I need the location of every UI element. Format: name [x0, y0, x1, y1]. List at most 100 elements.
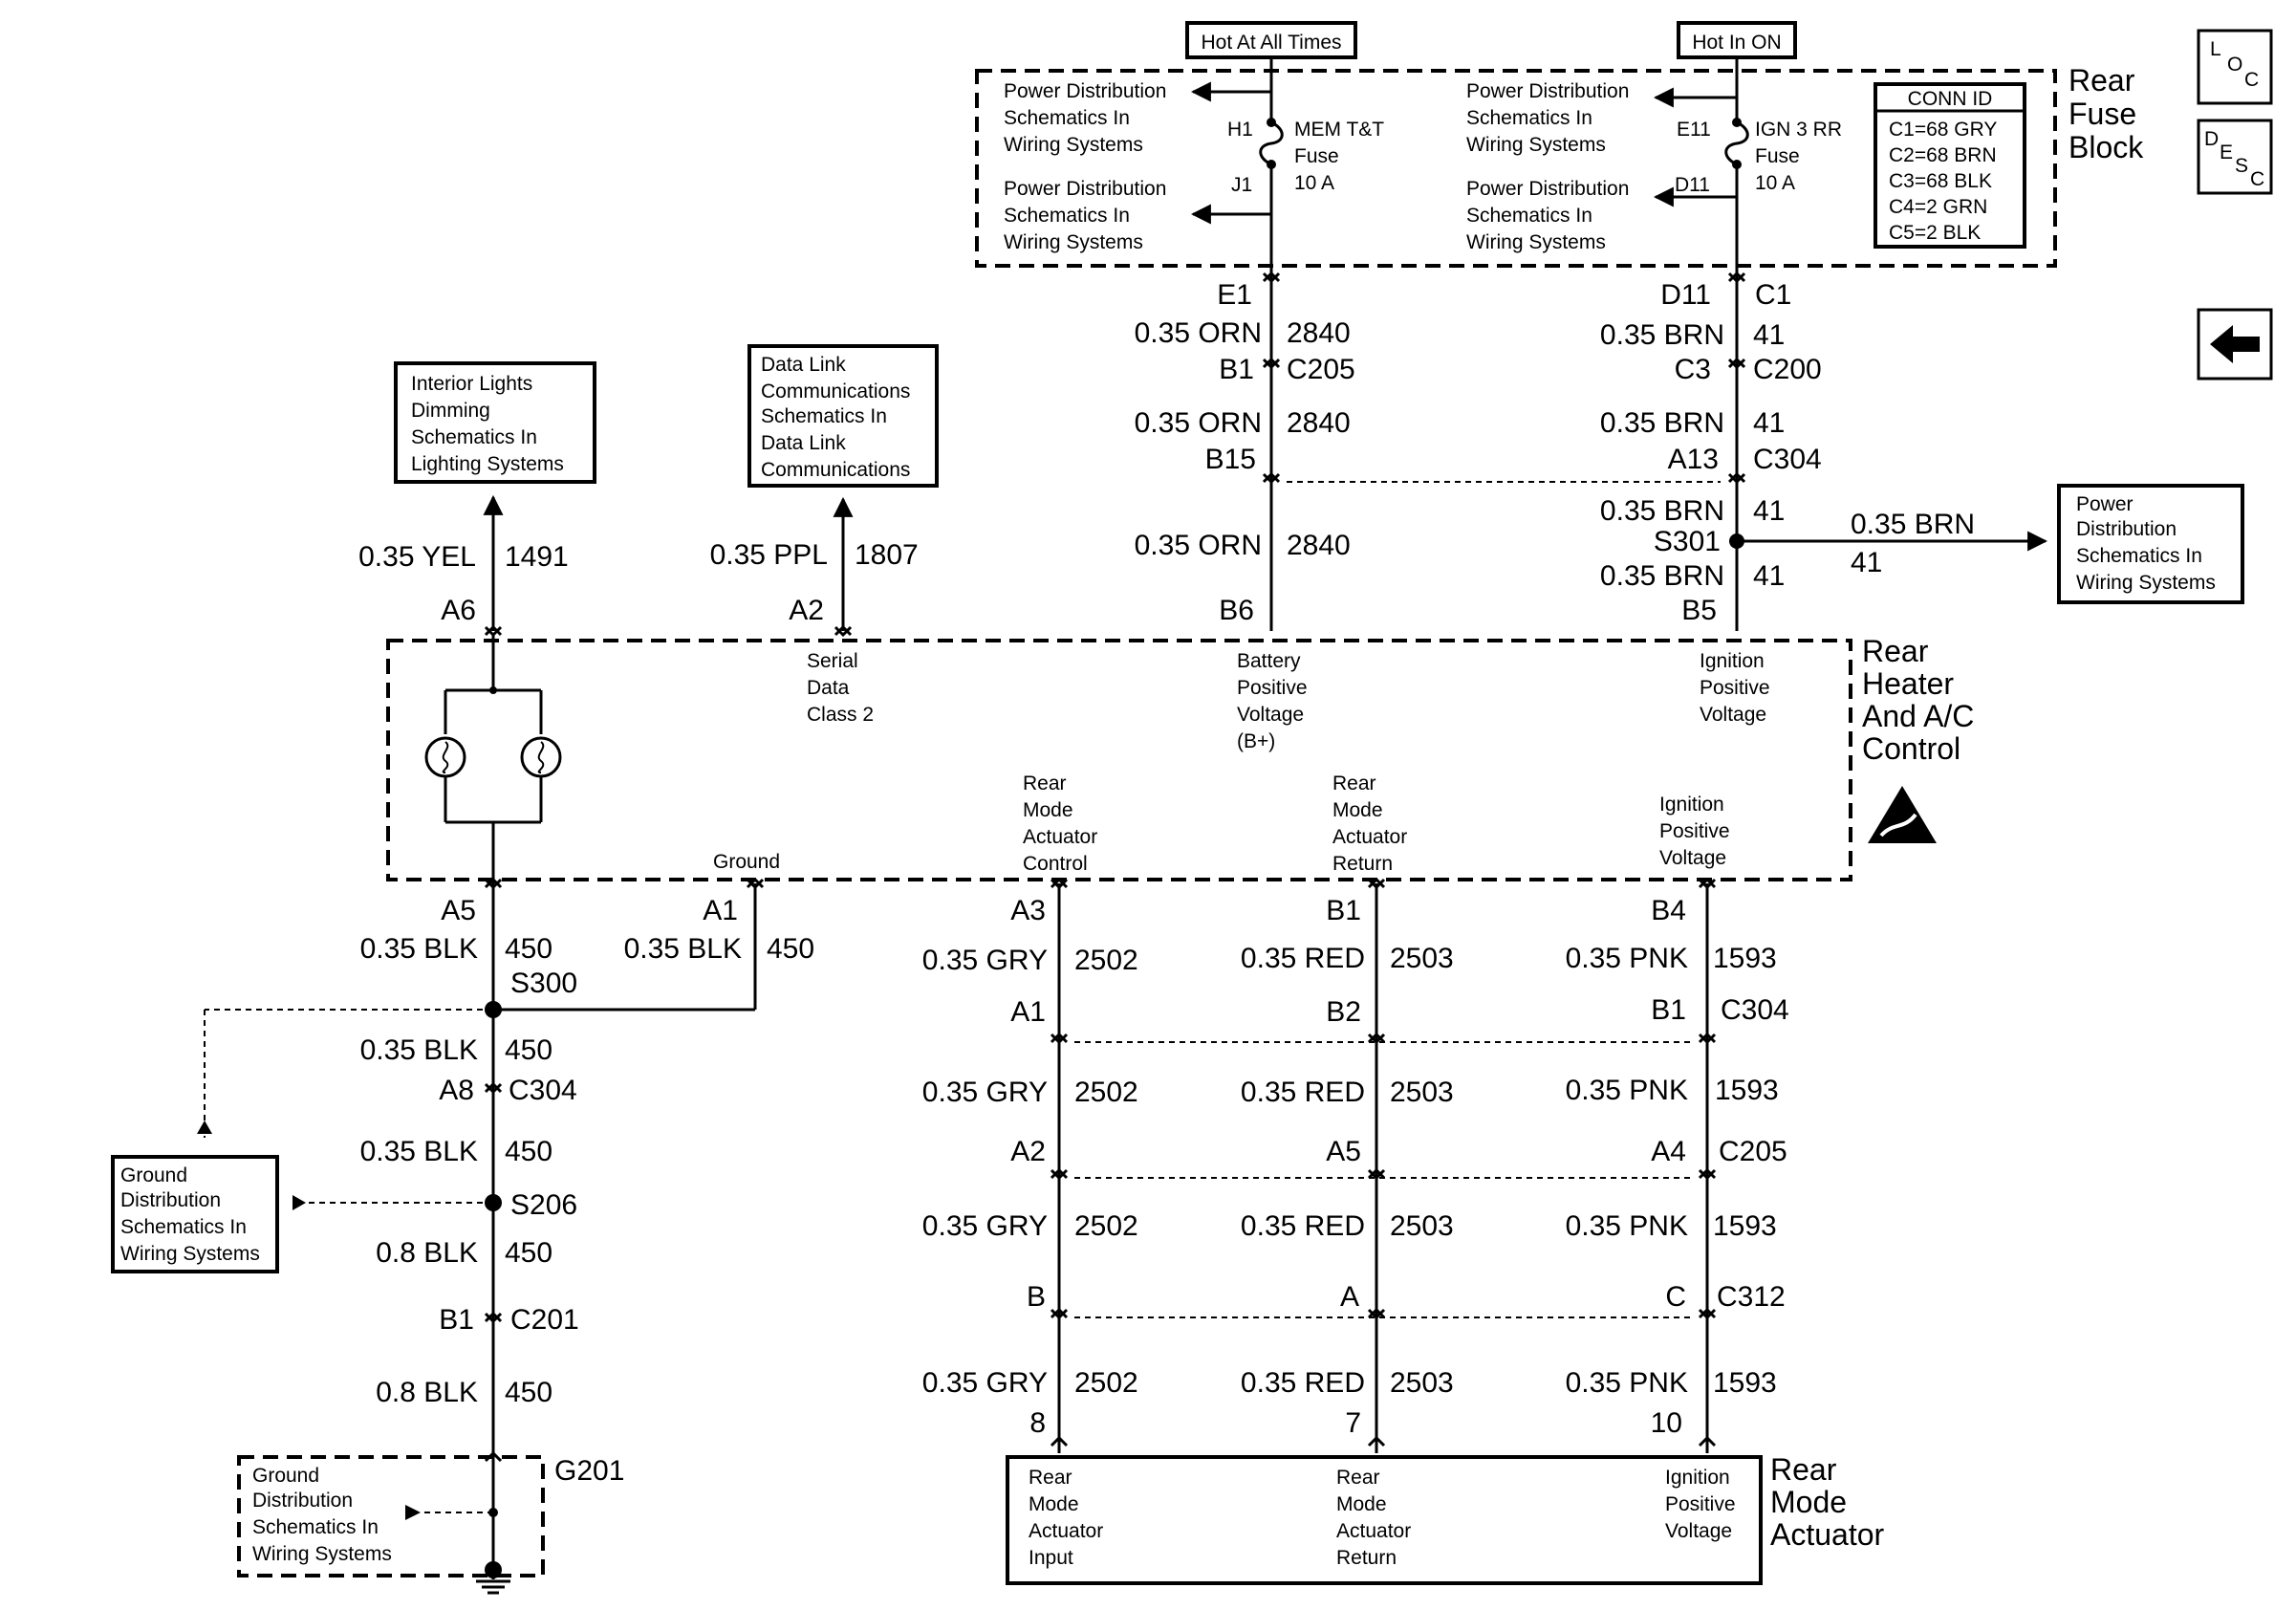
red-gauge-4: 0.35 RED [1241, 1367, 1365, 1399]
conn-c304-ground: C304 [509, 1075, 577, 1106]
svg-text:Fuse: Fuse [1294, 145, 1339, 167]
actuator-label-ignition: Ignition Positive Voltage [1665, 1467, 1736, 1542]
red-circuit-4: 2503 [1390, 1367, 1454, 1399]
svg-text:Power: Power [2076, 493, 2134, 515]
hot-at-all-times-tag: Hot At All Times [1185, 21, 1357, 59]
svg-text:Positive: Positive [1659, 820, 1730, 842]
svg-text:Communications: Communications [761, 459, 910, 481]
pin-d11-fuse: D11 [1675, 174, 1710, 196]
svg-text:Ignition: Ignition [1700, 650, 1765, 672]
blk-gauge-1: 0.35 BLK [360, 933, 478, 965]
svg-text:Power Distribution: Power Distribution [1004, 178, 1166, 200]
svg-text:Block: Block [2069, 130, 2144, 164]
svg-text:Mode: Mode [1770, 1485, 1847, 1519]
svg-text:Schematics In: Schematics In [411, 426, 537, 448]
blk-circuit-2: 450 [767, 933, 814, 965]
left-arrow-icon [2210, 325, 2260, 363]
svg-text:Schematics In: Schematics In [2076, 545, 2202, 567]
gry-gauge-3: 0.35 GRY [922, 1210, 1048, 1242]
red-gauge-1: 0.35 RED [1241, 943, 1365, 974]
svg-text:Actuator: Actuator [1023, 826, 1097, 848]
svg-text:Return: Return [1332, 853, 1393, 875]
orn-circuit-2: 2840 [1287, 407, 1351, 439]
actuator-wire-gry [1050, 877, 1069, 1453]
brn-circuit-4: 41 [1753, 560, 1785, 592]
desc-button[interactable]: D E S C [2197, 119, 2273, 195]
svg-text:Wiring Systems: Wiring Systems [2076, 572, 2216, 594]
blk-gauge-5: 0.8 BLK [376, 1237, 478, 1269]
blk-circuit-1: 450 [505, 933, 552, 965]
pnk-gauge-1: 0.35 PNK [1566, 943, 1688, 974]
pin-a13: A13 [1668, 444, 1719, 475]
svg-text:Data Link: Data Link [761, 354, 846, 376]
svg-text:Fuse: Fuse [2069, 97, 2136, 131]
ppl-gauge: 0.35 PPL [710, 539, 828, 571]
rear-fuse-block-outline [975, 69, 2057, 268]
svg-text:Schematics In: Schematics In [120, 1216, 247, 1238]
svg-text:Distribution: Distribution [252, 1490, 353, 1512]
svg-text:C: C [2250, 168, 2264, 190]
conn-c205-top: C205 [1287, 354, 1355, 385]
svg-text:Lighting Systems: Lighting Systems [411, 453, 564, 475]
svg-text:Rear: Rear [1770, 1452, 1837, 1487]
conn-id-table: CONN ID C1=68 GRY C2=68 BRN C3=68 BLK C4… [1874, 82, 2026, 249]
svg-text:Actuator: Actuator [1332, 826, 1407, 848]
label-ground: Ground [713, 851, 780, 873]
pin-b1-c304: B1 [1651, 994, 1686, 1026]
svg-text:Class 2: Class 2 [807, 704, 874, 726]
svg-text:Mode: Mode [1029, 1493, 1079, 1515]
svg-text:Dimming: Dimming [411, 400, 490, 422]
pd-text-2: Power Distribution Schematics In Wiring … [1004, 178, 1166, 253]
ground-g201-label: G201 [554, 1455, 624, 1487]
svg-text:Fuse: Fuse [1755, 145, 1800, 167]
ground-distribution-box-left: Ground Distribution Schematics In Wiring… [111, 1155, 279, 1273]
svg-text:CONN ID: CONN ID [1908, 88, 1993, 110]
pd-text-1: Power Distribution Schematics In Wiring … [1004, 80, 1166, 156]
svg-text:Hot In ON: Hot In ON [1692, 32, 1781, 54]
red-gauge-2: 0.35 RED [1241, 1077, 1365, 1108]
pin-b15: B15 [1205, 444, 1256, 475]
svg-text:C3=68 BLK: C3=68 BLK [1889, 170, 1992, 192]
blk-circuit-5: 450 [505, 1237, 552, 1269]
gry-circuit-1: 2502 [1074, 945, 1138, 976]
svg-text:Distribution: Distribution [120, 1189, 221, 1211]
gry-gauge-2: 0.35 GRY [922, 1077, 1048, 1108]
label-ignition-bottom: Ignition Positive Voltage [1659, 794, 1730, 869]
rear-mode-actuator-box [1006, 1455, 1763, 1585]
orn-gauge-2: 0.35 ORN [1135, 407, 1262, 439]
pin-a5: A5 [441, 895, 476, 926]
pin-e1: E1 [1217, 279, 1252, 311]
pin-a5-c205: A5 [1326, 1136, 1361, 1167]
svg-text:Battery: Battery [1237, 650, 1301, 672]
pin-a3: A3 [1010, 895, 1046, 926]
svg-text:Heater: Heater [1862, 666, 1954, 701]
blk-circuit-4: 450 [505, 1136, 552, 1167]
pin-e11: E11 [1677, 119, 1711, 141]
pd-text-4: Power Distribution Schematics In Wiring … [1466, 178, 1629, 253]
loc-button[interactable]: L O C [2197, 29, 2273, 105]
svg-text:Data Link: Data Link [761, 432, 846, 454]
svg-text:And A/C: And A/C [1862, 699, 1974, 733]
brn-circuit-3: 41 [1753, 495, 1785, 527]
pin-h1: H1 [1227, 119, 1253, 141]
back-button[interactable] [2197, 308, 2273, 381]
svg-text:Rear: Rear [1332, 772, 1376, 794]
pin-b-c312: B [1027, 1281, 1046, 1313]
control-module-outline [386, 639, 1852, 881]
pin-b5: B5 [1681, 595, 1717, 626]
svg-text:Rear: Rear [1336, 1467, 1380, 1489]
splice-s301-label: S301 [1654, 526, 1721, 557]
pin-b1-red: B1 [1326, 895, 1361, 926]
svg-text:C: C [2244, 69, 2259, 91]
label-rm-return: Rear Mode Actuator Return [1332, 772, 1407, 875]
pnk-circuit-1: 1593 [1713, 943, 1777, 974]
actuator-label-return: Rear Mode Actuator Return [1336, 1467, 1411, 1569]
pnk-circuit-3: 1593 [1713, 1210, 1777, 1242]
svg-text:(B+): (B+) [1237, 730, 1275, 752]
svg-text:Power Distribution: Power Distribution [1466, 80, 1629, 102]
red-circuit-2: 2503 [1390, 1077, 1454, 1108]
svg-text:Rear: Rear [2069, 63, 2135, 98]
blk-gauge-6: 0.8 BLK [376, 1377, 478, 1408]
ground-g201-box [237, 1455, 545, 1577]
svg-text:Actuator: Actuator [1336, 1520, 1411, 1542]
